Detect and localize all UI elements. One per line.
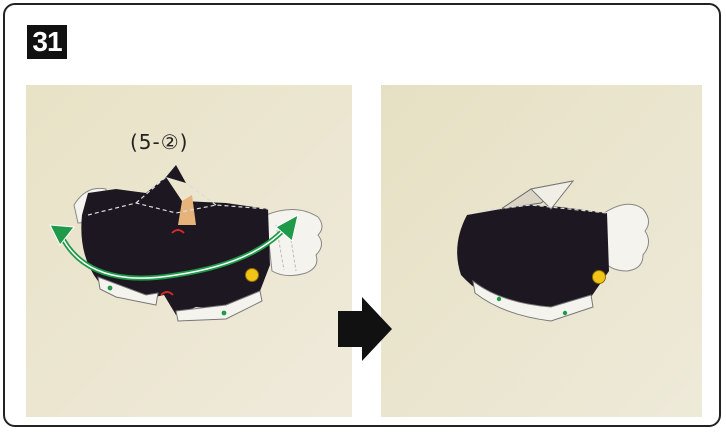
left-step-photo — [26, 85, 352, 417]
step-number-badge: 31 — [27, 25, 67, 59]
next-step-arrow-icon — [336, 297, 394, 361]
step-reference-label: (5-②) — [130, 130, 188, 154]
right-step-photo — [381, 85, 702, 417]
